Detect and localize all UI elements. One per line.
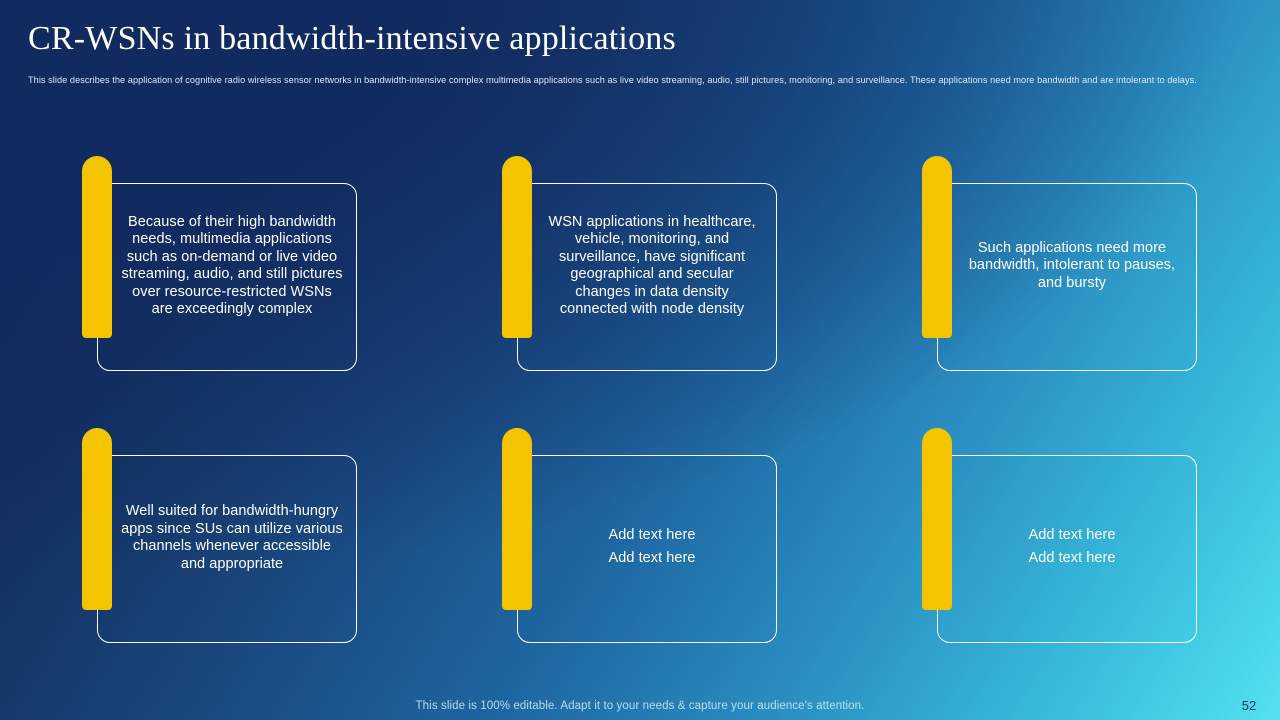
- content-card-6[interactable]: Add text here Add text here: [922, 428, 1197, 643]
- placeholder-line-2[interactable]: Add text here: [1028, 550, 1116, 566]
- card-text: Such applications need more bandwidth, i…: [968, 239, 1176, 291]
- footer-note: This slide is 100% editable. Adapt it to…: [415, 700, 865, 712]
- accent-bar-icon: [922, 156, 952, 338]
- accent-bar-icon: [82, 156, 112, 338]
- content-card-1[interactable]: Because of their high bandwidth needs, m…: [82, 156, 357, 371]
- page-number: 52: [1241, 698, 1257, 713]
- card-text-placeholder[interactable]: Add text here Add text here: [955, 455, 1189, 643]
- content-card-5[interactable]: Add text here Add text here: [502, 428, 777, 643]
- content-card-3[interactable]: Such applications need more bandwidth, i…: [922, 156, 1197, 371]
- card-text: WSN applications in healthcare, vehicle,…: [548, 213, 756, 318]
- placeholder-line-2[interactable]: Add text here: [608, 550, 696, 566]
- card-text: Well suited for bandwidth-hungry apps si…: [121, 503, 343, 572]
- page-subtitle: This slide describes the application of …: [28, 75, 1197, 85]
- content-card-4[interactable]: Well suited for bandwidth-hungry apps si…: [82, 428, 357, 643]
- placeholder-line-1[interactable]: Add text here: [1028, 527, 1116, 543]
- card-text: Because of their high bandwidth needs, m…: [121, 213, 343, 318]
- content-card-2[interactable]: WSN applications in healthcare, vehicle,…: [502, 156, 777, 371]
- placeholder-line-1[interactable]: Add text here: [608, 527, 696, 543]
- accent-bar-icon: [502, 428, 532, 610]
- card-text-placeholder[interactable]: Add text here Add text here: [535, 455, 769, 643]
- page-title: CR-WSNs in bandwidth-intensive applicati…: [28, 20, 676, 57]
- accent-bar-icon: [502, 156, 532, 338]
- accent-bar-icon: [82, 428, 112, 610]
- accent-bar-icon: [922, 428, 952, 610]
